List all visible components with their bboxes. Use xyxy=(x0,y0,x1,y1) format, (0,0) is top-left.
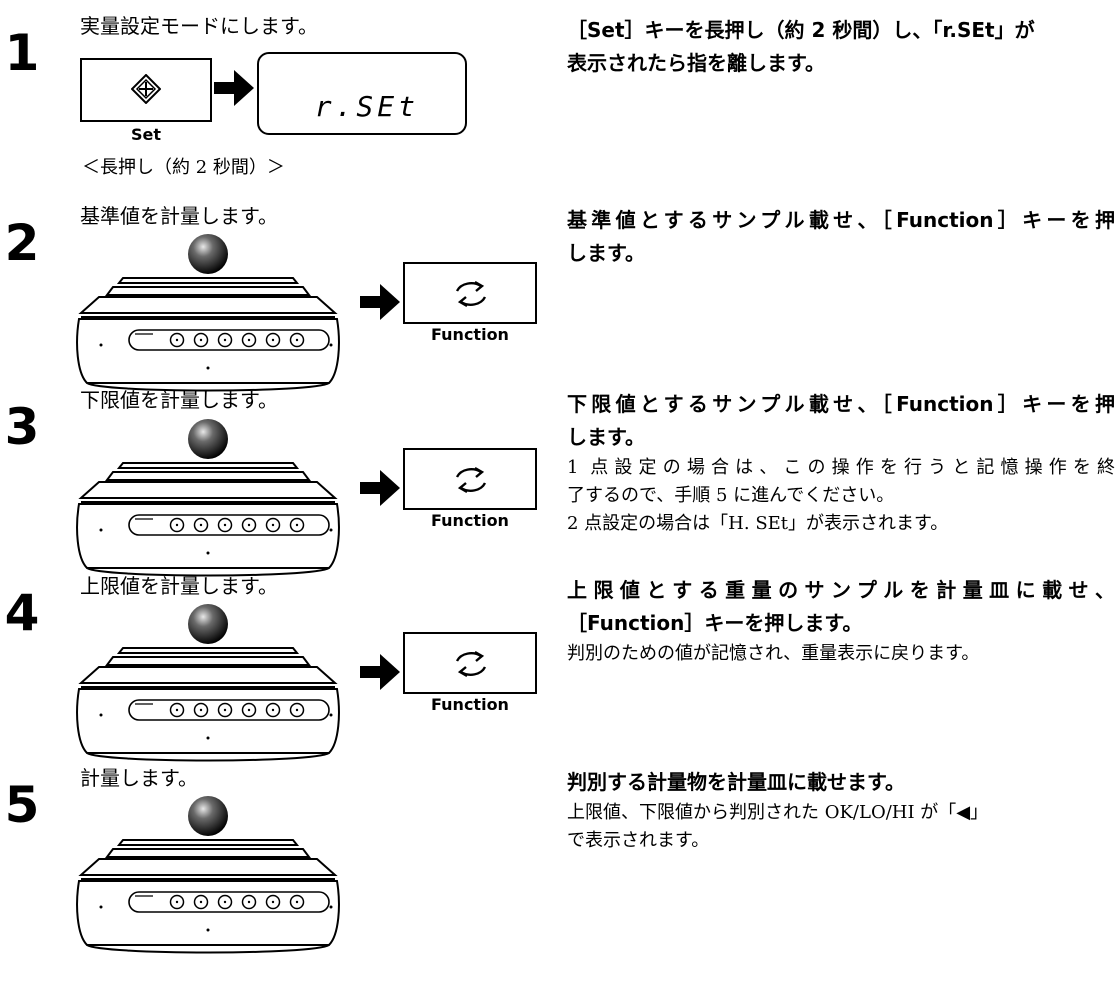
balance-scale-with-ball-icon xyxy=(76,233,340,392)
function-key-label: Function xyxy=(431,695,509,714)
step-heading: 基準値を計量します。 xyxy=(80,204,278,228)
description-line: ［Function］キーを押します。 xyxy=(567,611,863,635)
long-press-note: ＜長押し（約 2 秒間）＞ xyxy=(82,157,285,178)
description-line: 表示されたら指を離します。 xyxy=(567,51,825,75)
step-description: 下限値とするサンプル載せ、［Function］キーを押 します。 1 点設定の場… xyxy=(567,388,1115,538)
description-line: します。 xyxy=(567,241,645,265)
step-heading: 上限値を計量します。 xyxy=(80,574,278,598)
step-heading: 下限値を計量します。 xyxy=(80,388,278,412)
balance-scale-with-ball-icon xyxy=(76,603,340,762)
step-description: 基準値とするサンプル載せ、［Function］キーを押 します。 xyxy=(567,204,1115,270)
function-key xyxy=(403,262,537,324)
display-readout: r.SEt xyxy=(314,90,419,123)
step-number: 1 xyxy=(4,24,40,82)
function-cycle-icon xyxy=(455,466,487,494)
step-number: 3 xyxy=(4,398,40,456)
step-description: ［Set］キーを長押し（約 2 秒間）し、「r.SEt」が 表示されたら指を離し… xyxy=(567,14,1115,80)
description-line: ［Set］キーを長押し（約 2 秒間）し、「r.SEt」が xyxy=(567,18,1035,42)
right-arrow-icon xyxy=(360,284,400,320)
description-line: 下限値とするサンプル載せ、［Function］キーを押 xyxy=(567,392,1115,416)
balance-scale-with-ball-icon xyxy=(76,418,340,577)
set-diamond-icon xyxy=(131,74,161,104)
function-key xyxy=(403,632,537,694)
right-arrow-icon xyxy=(360,470,400,506)
set-key-label: Set xyxy=(130,125,162,144)
description-line: 了するので、手順 5 に進んでください。 xyxy=(567,485,895,506)
description-line: で表示されます。 xyxy=(567,830,710,851)
step-number: 4 xyxy=(4,584,40,642)
description-line: 判別のための値が記憶され、重量表示に戻ります。 xyxy=(567,643,980,664)
description-line: 上限値、下限値から判別された OK/LO/HI が「◀」 xyxy=(567,802,989,823)
step-heading: 計量します。 xyxy=(80,766,198,790)
function-key-label: Function xyxy=(431,511,509,530)
function-key xyxy=(403,448,537,510)
description-line: 上限値とする重量のサンプルを計量皿に載せ、 xyxy=(567,578,1115,602)
function-cycle-icon xyxy=(455,280,487,308)
step-description: 判別する計量物を計量皿に載せます。 上限値、下限値から判別された OK/LO/H… xyxy=(567,766,1115,855)
step-number: 5 xyxy=(4,776,40,834)
right-arrow-icon xyxy=(214,70,254,106)
lcd-display: r.SEt xyxy=(257,52,467,135)
function-cycle-icon xyxy=(455,650,487,678)
function-key-label: Function xyxy=(431,325,509,344)
step-heading: 実量設定モードにします。 xyxy=(80,14,318,38)
balance-scale-with-ball-icon xyxy=(76,795,340,954)
step-description: 上限値とする重量のサンプルを計量皿に載せ、 ［Function］キーを押します。… xyxy=(567,574,1115,668)
description-line: 1 点設定の場合は、この操作を行うと記憶操作を終 xyxy=(567,457,1115,478)
description-line: 基準値とするサンプル載せ、［Function］キーを押 xyxy=(567,208,1115,232)
right-arrow-icon xyxy=(360,654,400,690)
description-line: 判別する計量物を計量皿に載せます。 xyxy=(567,770,905,794)
description-line: 2 点設定の場合は「H. SEt」が表示されます。 xyxy=(567,513,949,534)
set-key xyxy=(80,58,212,122)
description-line: します。 xyxy=(567,425,645,449)
step-number: 2 xyxy=(4,214,40,272)
